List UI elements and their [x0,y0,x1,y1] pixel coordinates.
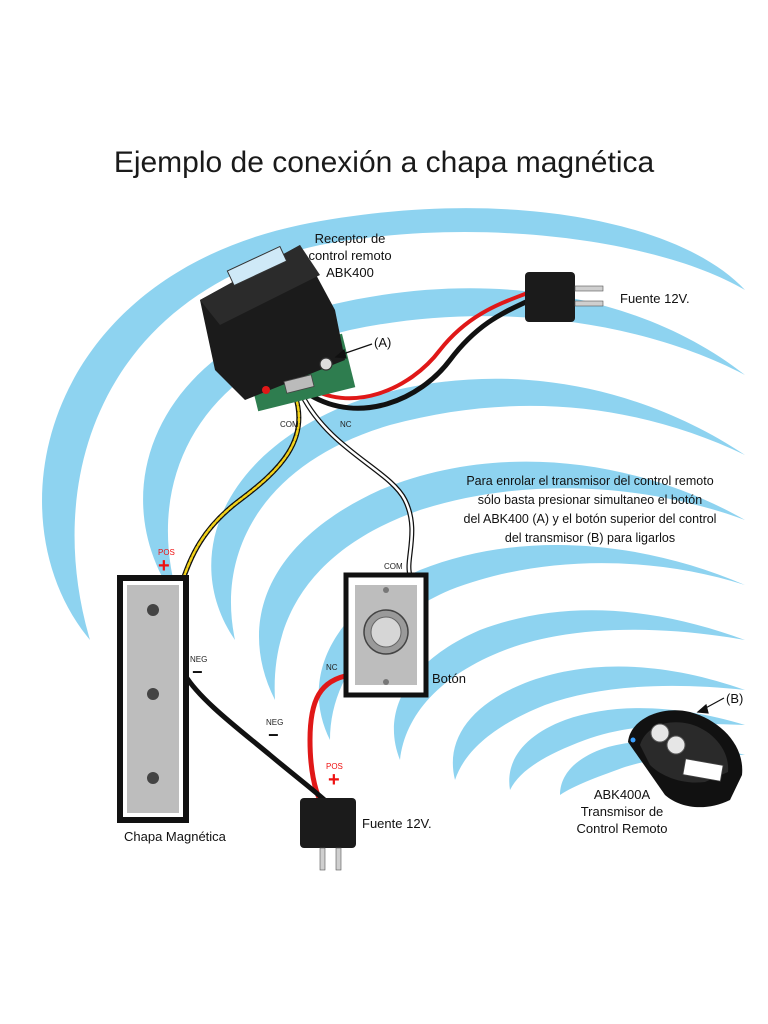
wave-4 [259,461,745,700]
receiver-abk400 [200,245,356,412]
magnetic-lock [117,575,189,823]
receiver-label: Receptor de control remoto ABK400 [300,230,400,281]
instructions-line-1: Para enrolar el transmisor del control r… [466,474,714,488]
receiver-label-line-1: Receptor de [314,231,386,246]
button-label: Botón [432,671,466,686]
lock-neg-label: NEG [190,655,208,664]
receiver-label-line-3: ABK400 [326,265,374,280]
wave-7 [452,666,745,780]
power-top-label: Fuente 12V. [620,291,690,306]
wire-white-nc-inner [300,393,414,577]
wire-red-nc [307,672,353,803]
power-supply-top [525,272,604,322]
lock-minus-sign: − [192,662,203,682]
transmitter-label-line-2: Transmisor de [580,804,664,819]
power-supply-bottom [300,798,356,871]
pointer-arrows [334,343,725,714]
wave-6 [393,610,745,760]
wave-8 [509,708,745,790]
marker-b: (B) [726,691,744,706]
instructions-line-3: del ABK400 (A) y el botón superior del c… [463,512,717,526]
marker-a: (A) [374,335,392,350]
wire-black-neg [182,672,333,808]
instructions-line-2: sólo basta presionar simultaneo el botón [477,493,703,507]
transmitter-label: ABK400A Transmisor de Control Remoto [556,786,688,837]
transmitter-label-line-3: Control Remoto [576,821,668,836]
maglock-label: Chapa Magnética [124,829,226,844]
lock-plus-sign: + [158,555,170,577]
receiver-nc-label: NC [340,420,352,429]
button-nc-label: NC [326,663,338,672]
transmitter-abk400a [628,710,743,808]
wiring [179,290,533,808]
power-bottom-label: Fuente 12V. [362,816,432,831]
transmitter-label-line-1: ABK400A [593,787,651,802]
psu-plus-sign: + [328,769,340,791]
receiver-label-line-2: control remoto [308,248,392,263]
diagram-title: Ejemplo de conexión a chapa magnética [113,146,655,179]
neg-wire-minus-sign: − [268,725,279,745]
psu-pos-label: POS [326,762,343,771]
wire-black-top-psu [307,297,533,411]
neg-wire-label: NEG [266,718,284,727]
wave-1 [42,208,745,640]
receiver-com-label: COM [280,420,299,429]
instructions-line-4: del transmisor (B) para ligarlos [504,531,676,545]
instructions-note: Para enrolar el transmisor del control r… [440,472,740,548]
wire-red-top-psu [303,290,532,401]
button-com-label: COM [384,562,403,571]
wire-yellow-com-inner [180,393,301,584]
lock-pos-label: POS [158,548,175,557]
push-button-box [343,572,429,698]
